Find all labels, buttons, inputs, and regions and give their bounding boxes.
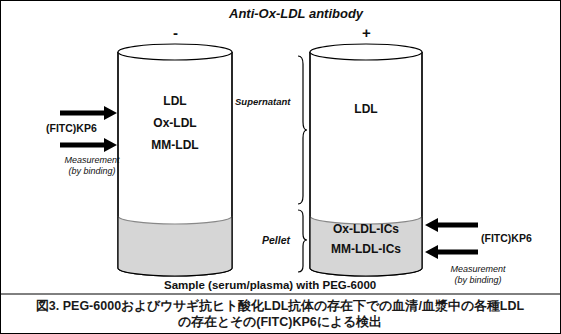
separator: [0, 294, 561, 295]
note-label: Measurement (by binding): [449, 264, 507, 286]
brace: [298, 210, 307, 272]
pellet-region: Ox-LDL-ICsMM-LDL-ICs: [310, 218, 422, 266]
component-label: MM-LDL-ICs: [331, 242, 401, 256]
brace: [298, 56, 307, 204]
header-label: Anti-Ox-LDL antibody: [229, 6, 363, 21]
tube-right: [310, 44, 422, 276]
tube-left: [118, 44, 232, 276]
fraction-label: Pellet: [262, 234, 290, 247]
condition-sign: +: [362, 24, 371, 41]
reagent-label: (FITC)KP6: [481, 232, 532, 245]
arrow: [425, 218, 478, 259]
note-label: Measurement (by binding): [63, 155, 121, 177]
component-label: LDL: [163, 94, 186, 108]
tube-contents: LDL Ox-LDL MM-LDL: [118, 94, 232, 170]
component-label: Ox-LDL-ICs: [333, 222, 399, 236]
condition-sign: -: [173, 24, 178, 41]
figure-caption: 図3. PEG-6000およびウサギ抗ヒト酸化LDL抗体の存在下での血清/血漿中…: [30, 298, 530, 330]
component-label: Ox-LDL: [153, 116, 196, 130]
component-label: LDL: [354, 102, 377, 116]
reagent-label: (FITC)KP6: [46, 122, 97, 135]
fraction-label: Supernatant: [235, 96, 290, 109]
component-label: MM-LDL: [151, 138, 198, 152]
tube-contents: LDL Ox-LDL-ICsMM-LDL-ICs: [310, 60, 422, 270]
sample-label: Sample (serum/plasma) with PEG-6000: [164, 279, 376, 293]
